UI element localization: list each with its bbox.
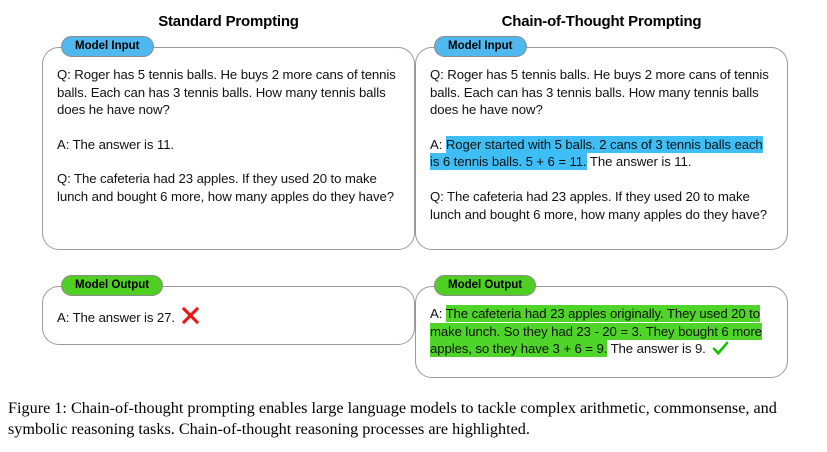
cot-model-input-panel: Model Input Q: Roger has 5 tennis balls.… — [415, 36, 788, 250]
standard-model-output-legend: Model Output — [61, 275, 164, 296]
spacer — [430, 119, 773, 136]
check-icon — [711, 340, 730, 357]
standard-input-question-2: Q: The cafeteria had 23 apples. If they … — [57, 171, 394, 204]
standard-input-answer-1: A: The answer is 11. — [57, 136, 174, 152]
cot-model-input-legend: Model Input — [434, 36, 527, 57]
standard-output-text: A: The answer is 27. — [57, 305, 400, 327]
spacer — [57, 153, 400, 170]
standard-model-output-panel: Model Output A: The answer is 27. — [42, 275, 415, 345]
standard-output-answer: A: The answer is 27. — [57, 310, 175, 325]
standard-input-text: Q: Roger has 5 tennis balls. He buys 2 m… — [57, 66, 400, 206]
spacer — [430, 171, 773, 188]
column-title-standard: Standard Prompting — [158, 13, 299, 30]
column-chain-of-thought-prompting: Chain-of-Thought Prompting Model Input Q… — [415, 0, 788, 390]
cot-output-answer-prefix: A: — [430, 306, 446, 321]
cot-input-answer-1-prefix: A: — [430, 136, 446, 152]
cot-input-question-2: Q: The cafeteria had 23 apples. If they … — [430, 188, 767, 222]
cot-output-text: A: The cafeteria had 23 apples originall… — [430, 305, 773, 358]
cot-input-question-1: Q: Roger has 5 tennis balls. He buys 2 m… — [430, 67, 769, 118]
panel-columns: Standard Prompting Model Input Q: Roger … — [42, 0, 788, 390]
figure-caption: Figure 1: Chain-of-thought prompting ena… — [8, 398, 819, 440]
cross-icon — [180, 305, 201, 326]
column-standard-prompting: Standard Prompting Model Input Q: Roger … — [42, 0, 415, 390]
cot-input-answer-1: A: Roger started with 5 balls. 2 cans of… — [430, 135, 773, 171]
cot-input-text: Q: Roger has 5 tennis balls. He buys 2 m… — [430, 66, 773, 223]
cot-model-output-panel: Model Output A: The cafeteria had 23 app… — [415, 275, 788, 378]
standard-model-input-legend: Model Input — [61, 36, 154, 57]
cot-output-answer-highlight: The cafeteria had 23 apples originally. … — [430, 305, 762, 358]
spacer — [57, 119, 400, 136]
column-title-chain-of-thought: Chain-of-Thought Prompting — [501, 13, 702, 30]
figure-caption-label: Figure 1: — [8, 399, 67, 417]
standard-model-input-panel: Model Input Q: Roger has 5 tennis balls.… — [42, 36, 415, 250]
cot-output-answer-suffix: The answer is 9. — [607, 341, 706, 357]
cot-input-answer-1-suffix: The answer is 11. — [586, 154, 692, 170]
cot-model-output-legend: Model Output — [434, 275, 537, 296]
figure-caption-text: Chain-of-thought prompting enables large… — [8, 399, 777, 438]
standard-input-question-1: Q: Roger has 5 tennis balls. He buys 2 m… — [57, 67, 396, 118]
